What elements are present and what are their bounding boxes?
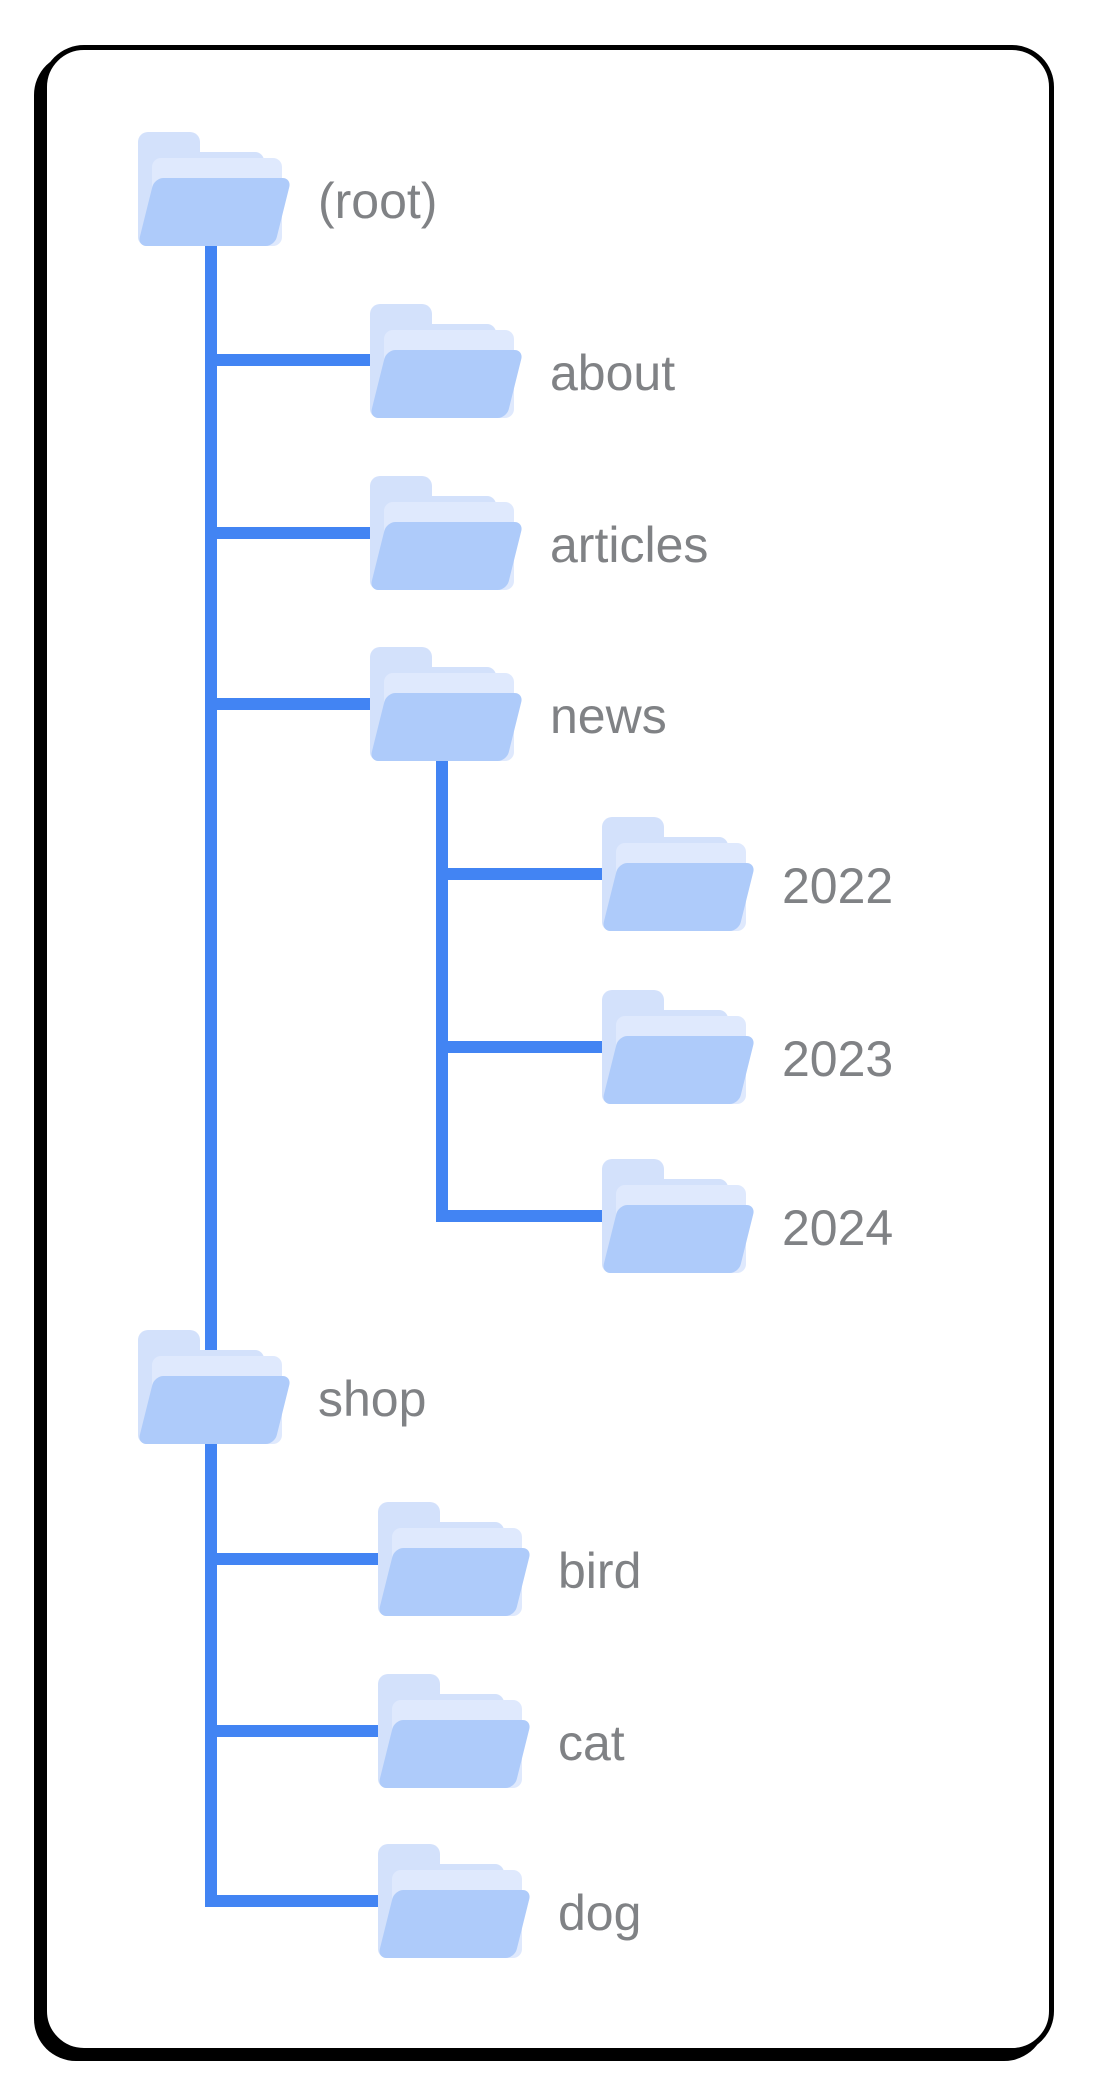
folder-icon: [370, 476, 525, 590]
tree-node-bird: bird: [378, 1502, 641, 1616]
connector-branch-2024: [442, 1210, 622, 1222]
folder-icon: [370, 304, 525, 418]
tree-node-cat: cat: [378, 1674, 625, 1788]
connector-branch-cat: [211, 1725, 399, 1737]
tree-node-articles: articles: [370, 476, 708, 590]
folder-label: shop: [318, 1371, 427, 1427]
folder-label: 2022: [782, 858, 894, 914]
tree-node-2024: 2024: [602, 1159, 893, 1273]
folder-label: 2024: [782, 1200, 894, 1256]
folder-label: articles: [550, 517, 709, 573]
tree-node-2023: 2023: [602, 990, 893, 1104]
connector-branch-articles: [211, 527, 391, 539]
folder-icon: [602, 990, 757, 1104]
connector-branch-news: [211, 698, 391, 710]
tree-node-2022: 2022: [602, 817, 893, 931]
tree-node-news: news: [370, 647, 667, 761]
connector-branch-2022: [442, 868, 622, 880]
folder-icon: [602, 817, 757, 931]
folder-label: 2023: [782, 1031, 894, 1087]
folder-icon: [378, 1502, 533, 1616]
folder-label: bird: [558, 1543, 642, 1599]
tree-node-shop: shop: [138, 1330, 426, 1444]
connector-branch-dog: [211, 1895, 399, 1907]
folder-icon: [138, 1330, 293, 1444]
folder-icon: [378, 1674, 533, 1788]
connector-trunk-root: [205, 240, 217, 1907]
folder-label: about: [550, 345, 676, 401]
folder-label: (root): [318, 173, 438, 229]
folder-label: dog: [558, 1885, 642, 1941]
connector-branch-2023: [442, 1041, 622, 1053]
connector-trunk-news: [436, 750, 448, 1222]
folder-label: cat: [558, 1715, 625, 1771]
folder-icon: [138, 132, 293, 246]
folder-icon: [602, 1159, 757, 1273]
connector-branch-about: [211, 354, 391, 366]
folder-label: news: [550, 688, 667, 744]
folder-icon: [370, 647, 525, 761]
tree-node-root: (root): [138, 132, 437, 246]
connector-branch-bird: [211, 1553, 399, 1565]
tree-node-dog: dog: [378, 1844, 641, 1958]
folder-icon: [378, 1844, 533, 1958]
tree-node-about: about: [370, 304, 675, 418]
